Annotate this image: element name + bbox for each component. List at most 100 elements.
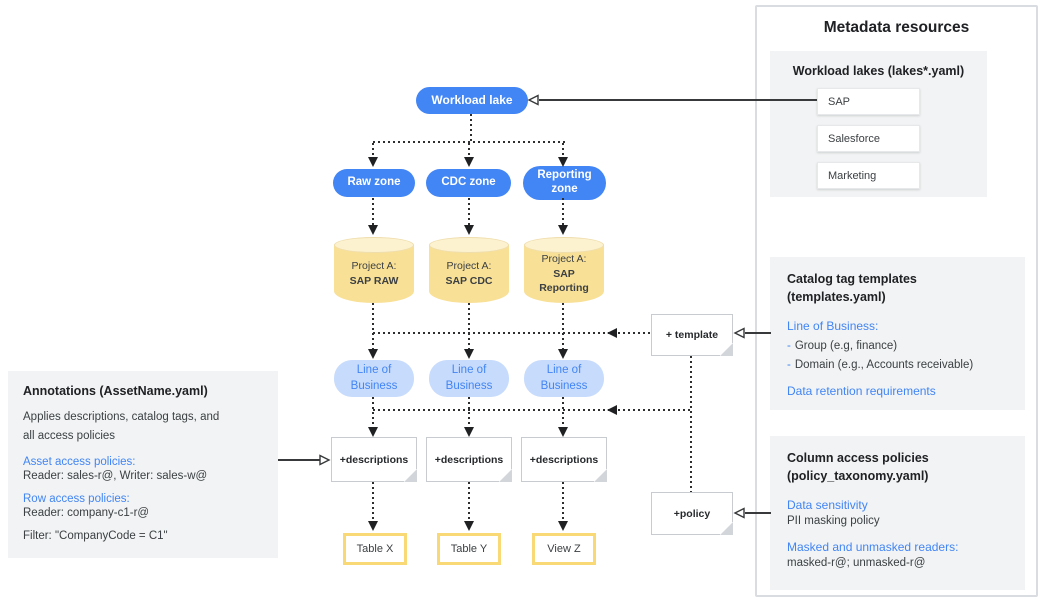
- cylinder-body: [334, 245, 414, 303]
- catalog-templates-title-line1: Catalog tag templates: [787, 272, 917, 286]
- connector-lob-to-descriptions: [562, 397, 564, 427]
- arrowhead-left-icon: [607, 328, 617, 338]
- cylinder-body: [524, 245, 604, 303]
- project-name: SAP CDC: [445, 274, 493, 287]
- connector-lob-to-descriptions: [468, 397, 470, 427]
- column-access-policies-section: Column access policies (policy_taxonomy.…: [770, 436, 1025, 590]
- connector-project-to-lob: [468, 303, 470, 349]
- project-name: SAP RAW: [349, 274, 399, 287]
- connector-raw-to-project: [372, 198, 374, 225]
- connector-descriptions-to-table: [562, 482, 564, 521]
- workload-lake-node: Workload lake: [416, 87, 528, 114]
- annotations-description: Applies descriptions, catalog tags, and …: [23, 408, 263, 445]
- descriptions-note: +descriptions: [521, 437, 607, 482]
- project-prefix: Project A:: [351, 260, 397, 272]
- data-sensitivity-value: PII masking policy: [787, 515, 880, 528]
- connector-to-cdc-zone: [468, 143, 470, 157]
- table-x-node: Table X: [343, 533, 407, 565]
- annotations-description-line: Applies descriptions, catalog tags, and: [23, 411, 220, 424]
- connector-project-to-lob: [562, 303, 564, 349]
- cylinder-cap: [334, 237, 414, 253]
- arrowhead-down-icon: [558, 225, 568, 235]
- project-sap-raw-label: Project A: SAP RAW: [338, 259, 410, 288]
- workload-lakes-title: Workload lakes (lakes*.yaml): [792, 64, 965, 78]
- bullet-dash: -: [787, 359, 791, 372]
- hollow-arrow-left-icon: [733, 327, 745, 339]
- masked-readers-heading: Masked and unmasked readers:: [787, 540, 959, 555]
- policy-note: +policy: [651, 492, 733, 535]
- data-retention-heading: Data retention requirements: [787, 384, 936, 399]
- connector-lake-fanout: [373, 141, 565, 143]
- line-of-business-node: Line of Business: [334, 360, 414, 397]
- arrowhead-down-icon: [464, 157, 474, 167]
- annotations-description-line: all access policies: [23, 429, 116, 442]
- catalog-templates-title-line2: (templates.yaml): [787, 290, 886, 305]
- project-sap-reporting-cylinder: Project A: SAP Reporting: [524, 237, 604, 303]
- template-note: + template: [651, 314, 733, 356]
- lob-bullet-group-text: Group (e.g, finance): [794, 340, 898, 353]
- line-of-business-heading: Line of Business:: [787, 319, 879, 334]
- lake-card-salesforce: Salesforce: [817, 125, 920, 152]
- masked-readers-value: masked-r@; unmasked-r@: [787, 557, 926, 570]
- table-y-node: Table Y: [437, 533, 501, 565]
- filter-value: Filter: "CompanyCode = C1": [23, 529, 168, 542]
- reference-line-annotations-to-descriptions: [278, 459, 320, 461]
- raw-zone-node: Raw zone: [333, 169, 415, 197]
- line-of-business-node: Line of Business: [524, 360, 604, 397]
- cylinder-cap: [429, 237, 509, 253]
- metadata-resources-panel: Metadata resources Workload lakes (lakes…: [755, 5, 1038, 597]
- arrowhead-down-icon: [368, 521, 378, 531]
- connector-template-to-policy: [690, 356, 692, 492]
- asset-access-policies-value: Reader: sales-r@, Writer: sales-w@: [23, 469, 208, 482]
- connector-lake-down: [470, 114, 472, 141]
- reference-line-catalog-to-template: [745, 332, 771, 334]
- cdc-zone-node: CDC zone: [426, 169, 511, 197]
- connector-to-reporting-zone: [562, 143, 564, 157]
- bullet-dash: -: [787, 340, 791, 353]
- arrowhead-down-icon: [464, 349, 474, 359]
- hollow-arrow-right-icon: [319, 454, 331, 466]
- cylinder-body: [429, 245, 509, 303]
- descriptions-note: +descriptions: [426, 437, 512, 482]
- arrowhead-down-icon: [558, 349, 568, 359]
- arrowhead-down-icon: [464, 225, 474, 235]
- lob-bullet-domain-text: Domain (e.g., Accounts receivable): [794, 359, 974, 372]
- connector-to-raw-zone: [372, 143, 374, 157]
- connector-policy-line: [373, 409, 691, 411]
- arrowhead-down-icon: [368, 157, 378, 167]
- row-access-policies-value: Reader: company-c1-r@: [23, 506, 150, 519]
- asset-access-policies-heading: Asset access policies:: [23, 455, 136, 468]
- project-sap-cdc-label: Project A: SAP CDC: [433, 259, 505, 288]
- reference-line-sap-to-lake: [539, 99, 817, 101]
- lob-bullet-group: -Group (e.g, finance): [787, 340, 1008, 352]
- hollow-arrow-left-icon: [733, 507, 745, 519]
- lob-bullet-domain: -Domain (e.g., Accounts receivable): [787, 359, 1008, 371]
- connector-cdc-to-project: [468, 198, 470, 225]
- reference-line-policies-to-policy: [745, 512, 771, 514]
- reporting-zone-node: Reporting zone: [523, 166, 606, 200]
- connector-reporting-to-project: [562, 198, 564, 225]
- arrowhead-left-icon: [607, 405, 617, 415]
- arrowhead-down-icon: [558, 521, 568, 531]
- project-name: SAP Reporting: [539, 267, 589, 295]
- connector-descriptions-to-table: [372, 482, 374, 521]
- connector-project-to-lob: [372, 303, 374, 349]
- arrowhead-down-icon: [558, 427, 568, 437]
- project-sap-cdc-cylinder: Project A: SAP CDC: [429, 237, 509, 303]
- arrowhead-down-icon: [368, 427, 378, 437]
- project-prefix: Project A:: [446, 260, 492, 272]
- connector-lob-to-descriptions: [372, 397, 374, 427]
- arrowhead-down-icon: [464, 427, 474, 437]
- project-sap-reporting-label: Project A: SAP Reporting: [528, 252, 600, 296]
- arrowhead-down-icon: [368, 225, 378, 235]
- hollow-arrow-left-icon: [527, 94, 539, 106]
- view-z-node: View Z: [532, 533, 596, 565]
- project-sap-raw-cylinder: Project A: SAP RAW: [334, 237, 414, 303]
- catalog-tag-templates-section: Catalog tag templates (templates.yaml) L…: [770, 257, 1025, 410]
- descriptions-note: +descriptions: [331, 437, 417, 482]
- workload-lakes-section: Workload lakes (lakes*.yaml) SAP Salesfo…: [770, 51, 987, 197]
- annotations-title: Annotations (AssetName.yaml): [23, 384, 208, 398]
- column-policies-title-line2: (policy_taxonomy.yaml): [787, 469, 929, 484]
- data-sensitivity-heading: Data sensitivity: [787, 498, 868, 513]
